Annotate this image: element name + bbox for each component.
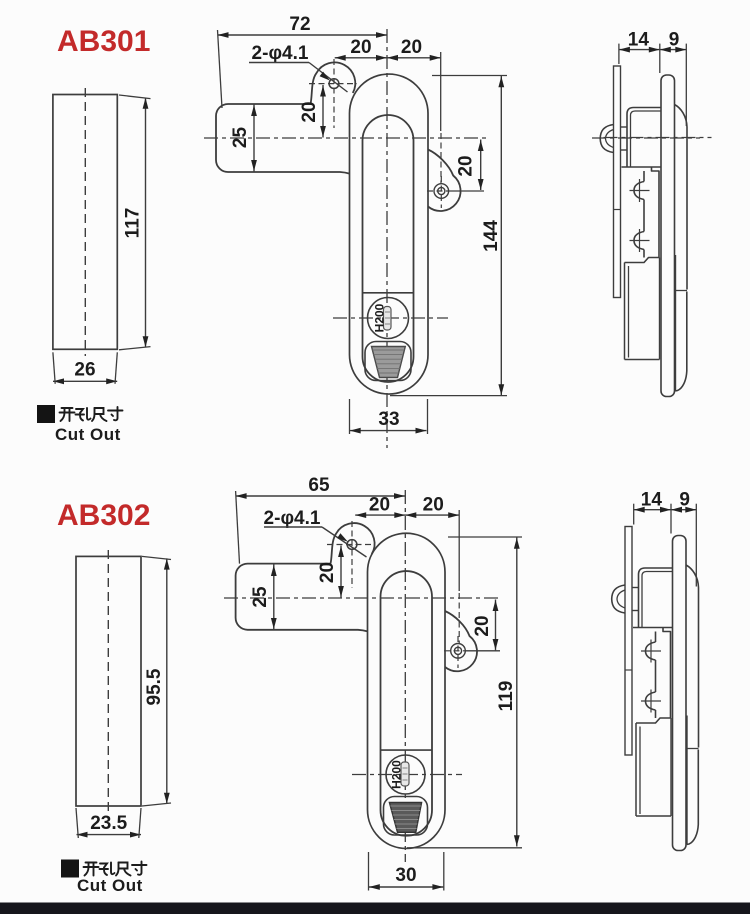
svg-text:119: 119 xyxy=(496,681,517,712)
svg-text:23.5: 23.5 xyxy=(90,813,127,834)
svg-text:9: 9 xyxy=(669,30,680,51)
svg-text:20: 20 xyxy=(456,155,477,176)
svg-text:20: 20 xyxy=(423,495,444,516)
svg-text:20: 20 xyxy=(369,495,390,516)
svg-text:Cut Out: Cut Out xyxy=(77,876,143,895)
svg-text:117: 117 xyxy=(123,208,144,239)
svg-text:25: 25 xyxy=(230,127,251,149)
svg-text:65: 65 xyxy=(308,475,330,496)
svg-text:14: 14 xyxy=(628,30,650,51)
svg-text:20: 20 xyxy=(299,101,320,122)
svg-text:20: 20 xyxy=(350,37,371,58)
svg-text:20: 20 xyxy=(317,562,338,583)
svg-text:26: 26 xyxy=(74,360,95,381)
svg-text:33: 33 xyxy=(378,409,399,430)
svg-text:2-φ4.1: 2-φ4.1 xyxy=(252,43,309,64)
svg-text:72: 72 xyxy=(289,14,310,35)
svg-text:95.5: 95.5 xyxy=(144,668,165,705)
svg-text:20: 20 xyxy=(472,615,493,636)
svg-text:2-φ4.1: 2-φ4.1 xyxy=(264,508,321,529)
svg-text:H200: H200 xyxy=(373,303,387,332)
svg-text:AB302: AB302 xyxy=(57,499,150,532)
svg-text:20: 20 xyxy=(401,37,422,58)
svg-text:9: 9 xyxy=(679,490,690,511)
svg-text:14: 14 xyxy=(641,490,663,511)
svg-text:144: 144 xyxy=(481,220,502,252)
svg-text:25: 25 xyxy=(250,586,271,608)
svg-text:H200: H200 xyxy=(390,760,404,789)
svg-text:Cut Out: Cut Out xyxy=(55,425,121,444)
svg-text:30: 30 xyxy=(395,865,416,886)
svg-text:AB301: AB301 xyxy=(57,25,150,58)
